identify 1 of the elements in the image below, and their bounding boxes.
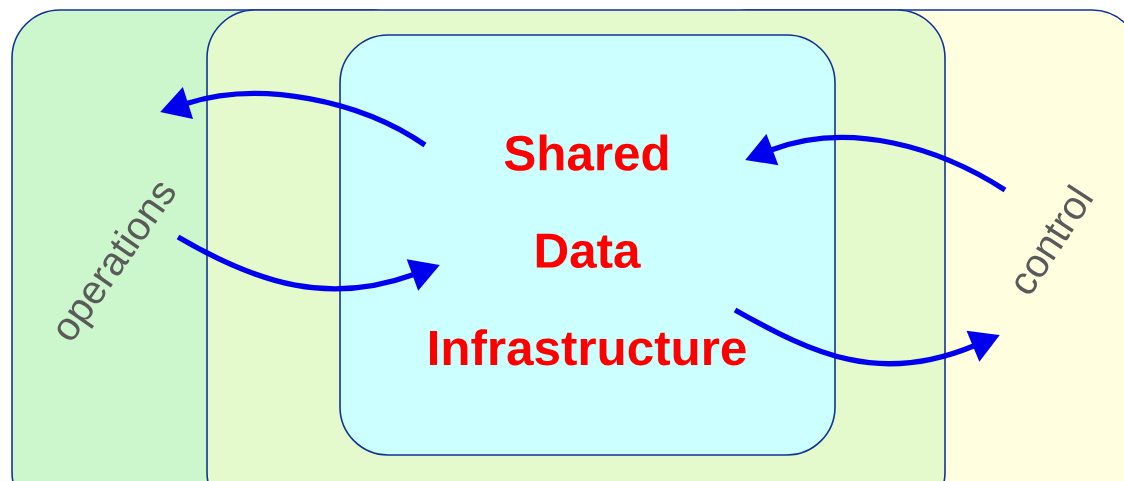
- data-box: Shared Data Infrastructure: [339, 34, 836, 456]
